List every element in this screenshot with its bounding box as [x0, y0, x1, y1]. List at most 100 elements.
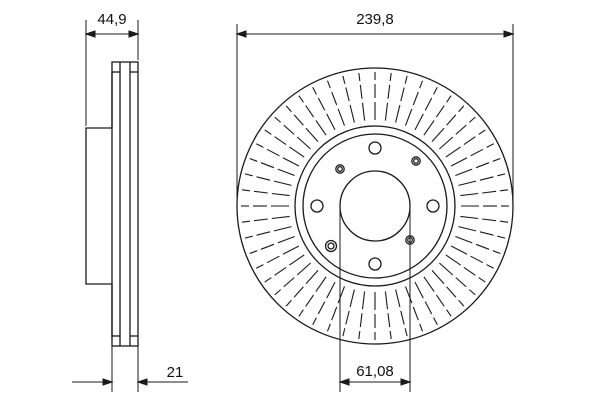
vent-slot-segment [285, 105, 292, 113]
small-hole [335, 164, 345, 174]
vent-slot-segment [395, 289, 401, 308]
friction-ring-outer [111, 61, 139, 347]
front-view [236, 67, 514, 345]
vent-slot-segment [478, 129, 486, 135]
hub-circle [302, 133, 448, 279]
vent-slot-segment [458, 226, 477, 232]
vent-slot-segment [424, 97, 433, 111]
vent-slot-segment [445, 254, 461, 266]
friction-ring-inner-edge [294, 125, 456, 287]
vent-slot-segment [298, 95, 304, 103]
vent-slot-segment [475, 162, 490, 169]
dimension-overall-height-label: 44,9 [97, 11, 126, 28]
vent-slot-segment [475, 243, 490, 250]
vent-slot-segment [463, 266, 476, 276]
vent-slot-segment [404, 75, 408, 84]
vent-slot-segment [361, 291, 366, 310]
dimension-overall-height [84, 20, 140, 126]
vent-slot-segment [342, 328, 346, 337]
vent-slot-segment [419, 323, 424, 332]
vent-slot-segment [331, 91, 338, 106]
small-hole-inner [337, 166, 343, 172]
vent-slot-segment [445, 146, 461, 158]
vent-slot-segment [439, 136, 454, 150]
hub-profile [85, 72, 113, 338]
vent-slot-segment [470, 255, 484, 264]
vent-slot-segment [283, 277, 295, 288]
vent-slot-segment [435, 105, 445, 118]
dimension-center-bore [338, 210, 412, 392]
vent-slot-segment [414, 281, 424, 299]
dimension-center-bore-label: 61,08 [356, 363, 394, 380]
vent-slot-segment [387, 84, 391, 99]
vent-slot-segment [482, 218, 497, 222]
vent-slot-segment [293, 114, 304, 126]
vent-slot-segment [331, 306, 338, 321]
vent-slots [241, 72, 509, 340]
vent-slot-segment [274, 116, 282, 123]
vent-slot-segment [249, 157, 258, 162]
vent-slot-segment [264, 277, 272, 283]
vent-slot-segment [492, 250, 501, 255]
dimension-thickness-label: 21 [167, 364, 184, 381]
vent-slot-segment [289, 146, 305, 158]
vent-slot-segment [433, 317, 438, 325]
small-hole [324, 239, 338, 253]
dimension-outer-diameter-label: 239,8 [356, 11, 394, 28]
vent-slot-segment [479, 231, 494, 236]
vent-slot-segment [241, 220, 250, 223]
vent-slot-segment [326, 113, 336, 131]
vent-slot-segment [282, 245, 300, 255]
vent-slot-segment [244, 235, 253, 239]
vent-slot-segment [296, 262, 311, 276]
vent-slot-segment [358, 331, 361, 340]
vent-slot-segment [395, 104, 401, 123]
vent-slot-segment [326, 323, 331, 332]
vent-slot-segment [312, 87, 317, 95]
vent-slot-segment [253, 190, 268, 194]
vent-slot-segment [274, 289, 282, 296]
vent-slot-segment [337, 108, 346, 126]
vent-slot-segment [273, 180, 292, 186]
vent-slot-segment [293, 286, 304, 298]
vent-slot-segment [359, 84, 363, 99]
vent-slot-segment [384, 291, 389, 310]
vent-slot-segment [458, 180, 477, 186]
vent-slot-segment [423, 120, 435, 136]
vent-slot-segment [285, 299, 292, 307]
vent-slot-segment [455, 124, 467, 135]
bolt-hole [310, 199, 324, 213]
vent-slot-segment [271, 215, 290, 220]
vent-slot-segment [492, 157, 501, 162]
vent-slot-segment [455, 168, 473, 177]
vent-slot-segment [446, 286, 457, 298]
vent-slot-segment [266, 255, 280, 264]
vent-slot-segment [260, 243, 275, 250]
vent-slot-segment [404, 286, 413, 304]
vent-slot-segment [273, 226, 292, 232]
vent-slot-segment [389, 331, 392, 340]
vent-slot-segment [326, 281, 336, 299]
vent-slot-segment [244, 173, 253, 177]
vent-slot-segment [446, 95, 452, 103]
vent-slot-segment [260, 162, 275, 169]
vent-slot-segment [435, 294, 445, 307]
vent-slot-segment [404, 328, 408, 337]
vent-slot-segment [277, 168, 295, 177]
vent-slot-segment [460, 192, 479, 197]
vent-slot-segment [497, 235, 506, 239]
bolt-hole [368, 141, 382, 155]
vent-slot-segment [450, 157, 468, 167]
vent-slot-segment [414, 113, 424, 131]
vent-slot-segment [305, 294, 315, 307]
vent-slot-segment [317, 97, 326, 111]
vent-slot-segment [486, 264, 494, 269]
vent-slot-segment [249, 250, 258, 255]
vent-slot-segment [253, 218, 268, 222]
small-hole [411, 156, 421, 166]
vent-slot-segment [478, 277, 486, 283]
small-hole-inner [413, 158, 419, 164]
vent-slot-segment [359, 313, 363, 328]
vent-slot-segment [468, 289, 476, 296]
